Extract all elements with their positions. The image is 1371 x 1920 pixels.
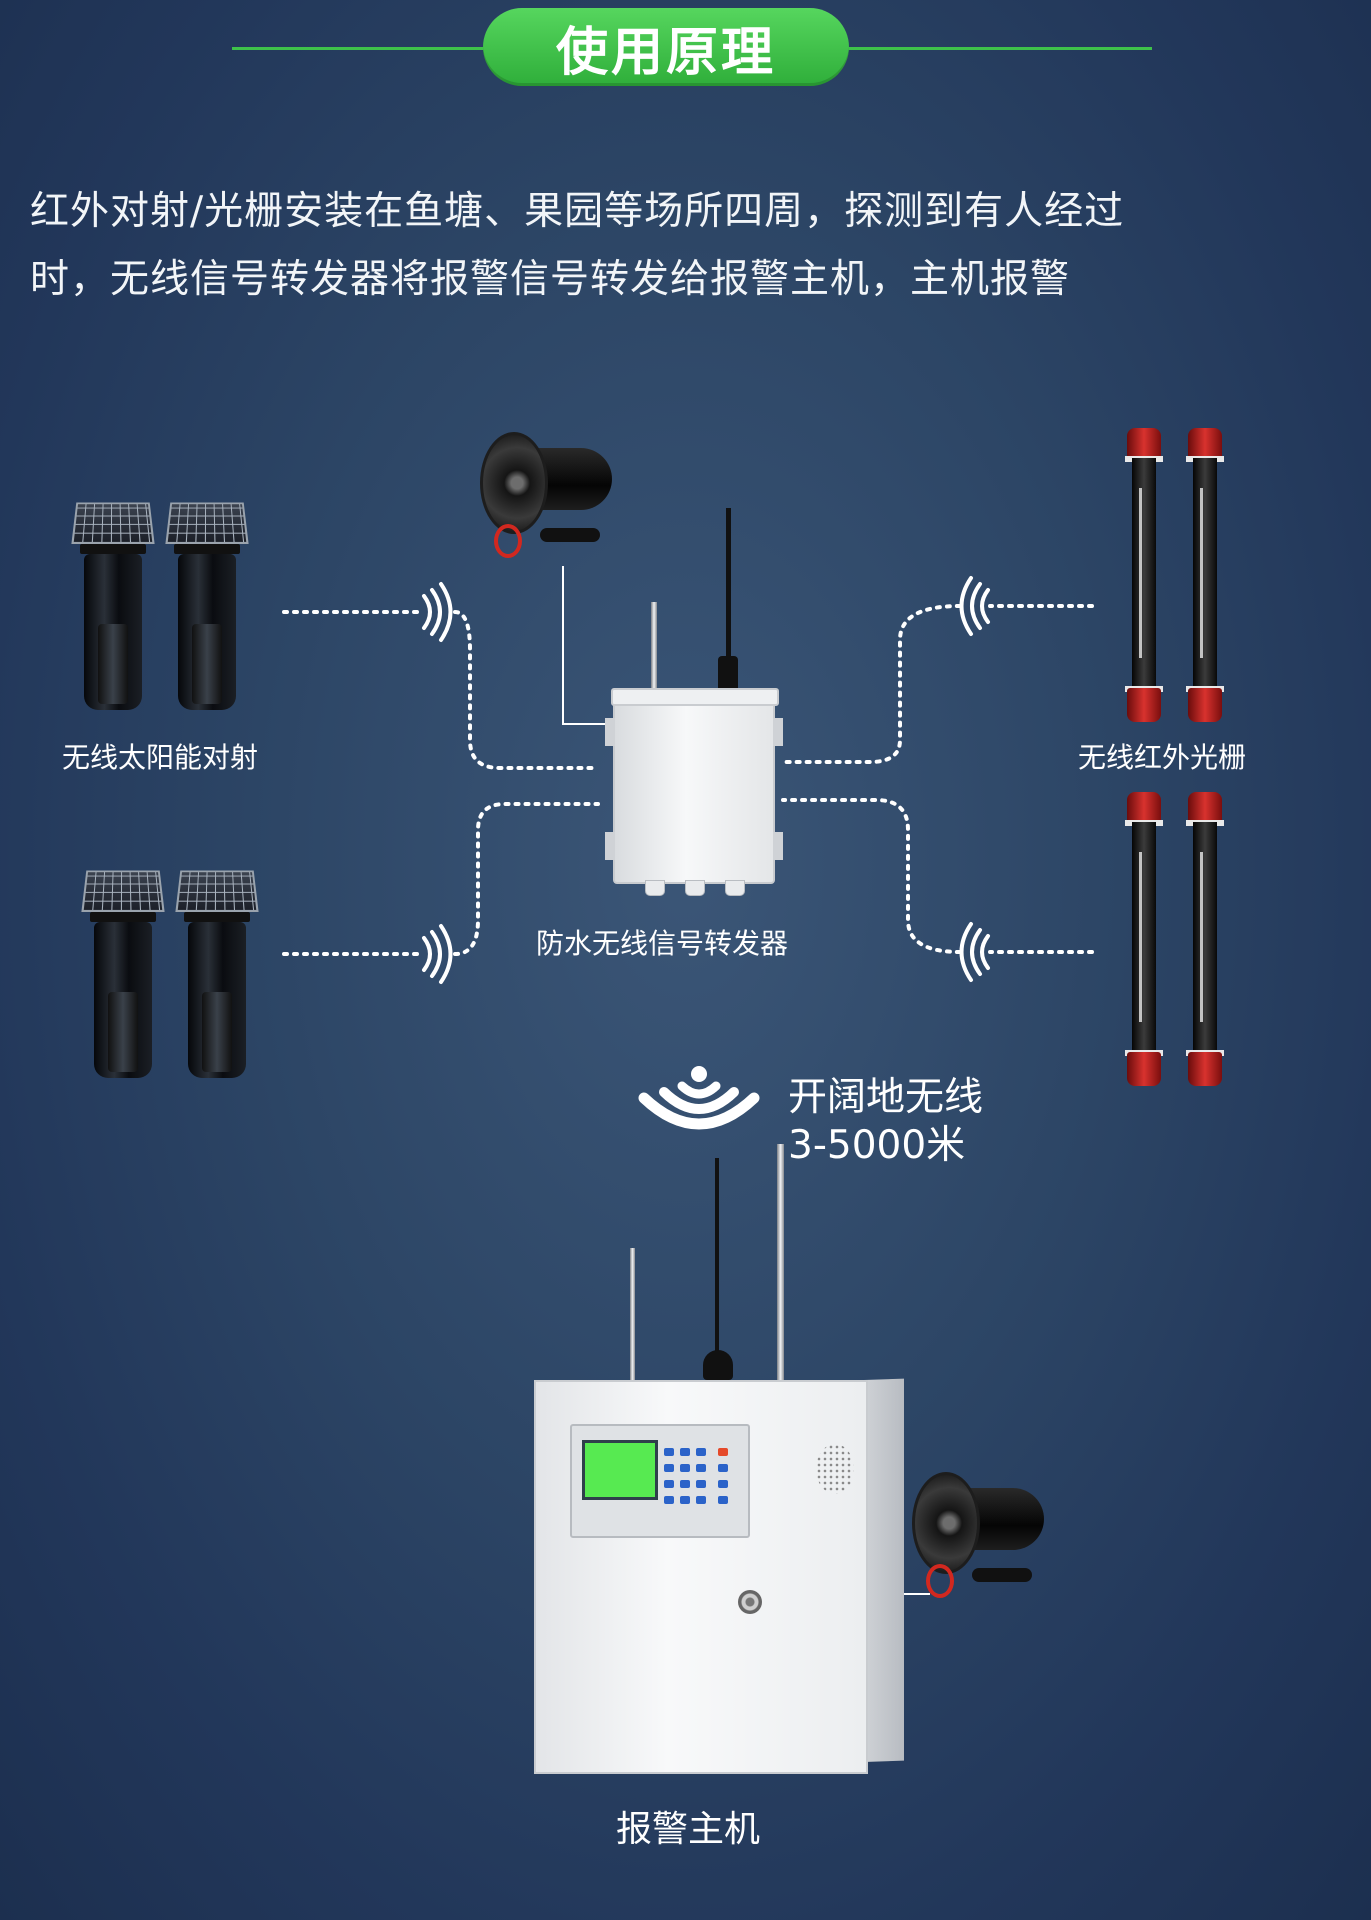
wifi-signal-icon <box>634 1058 764 1158</box>
siren-icon <box>912 1472 1052 1602</box>
ir-barrier-icon <box>1188 428 1222 722</box>
host-key-lock <box>738 1590 762 1614</box>
antenna-icon <box>777 1144 784 1382</box>
host-side <box>864 1379 904 1762</box>
host-label: 报警主机 <box>616 1800 760 1852</box>
wireless-range-line-2: 3-5000米 <box>788 1114 965 1170</box>
siren-icon <box>480 432 620 562</box>
antenna-icon <box>630 1248 635 1382</box>
signal-arcs-right <box>962 578 989 980</box>
solar-beam-icon <box>168 500 246 710</box>
host-lcd-screen <box>582 1440 658 1500</box>
repeater-box <box>613 696 775 884</box>
alarm-host <box>534 1380 868 1774</box>
antenna-icon <box>651 602 657 696</box>
ir-barrier-icon <box>1127 792 1161 1086</box>
signal-arcs-left <box>424 584 451 982</box>
host-control-panel <box>570 1424 750 1538</box>
solar-beam-icon <box>178 868 256 1078</box>
antenna-icon <box>715 1158 719 1382</box>
ir-barrier-label: 无线红外光栅 <box>1078 736 1246 776</box>
solar-beam-label: 无线太阳能对射 <box>62 736 258 776</box>
repeater-label: 防水无线信号转发器 <box>536 922 788 962</box>
ir-barrier-icon <box>1188 792 1222 1086</box>
host-speaker-grille <box>816 1444 854 1494</box>
antenna-base <box>703 1350 733 1380</box>
solar-beam-icon <box>74 500 152 710</box>
solar-beam-icon <box>84 868 162 1078</box>
ir-barrier-icon <box>1127 428 1161 722</box>
